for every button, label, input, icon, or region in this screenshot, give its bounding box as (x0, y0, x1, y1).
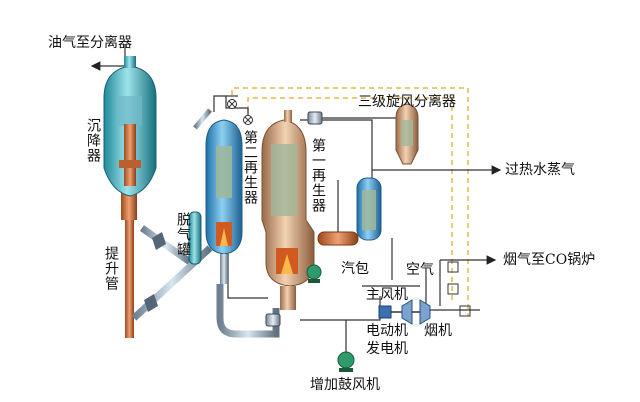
degassing-tank (188, 108, 212, 265)
label-air: 空气 (406, 262, 434, 278)
first-regenerator-vessel (261, 110, 315, 310)
label-riser: 提升管 (103, 246, 119, 291)
second-regenerator-vessel (205, 119, 243, 284)
pump-icon (306, 264, 322, 283)
blower-train (378, 299, 431, 325)
spent-catalyst-line (139, 225, 193, 265)
return-pipe (216, 284, 280, 338)
label-flue-gas-to-co-boiler: 烟气至CO锅炉 (503, 252, 596, 268)
valve-icons (227, 99, 253, 125)
label-booster-blower: 增加鼓风机 (310, 377, 380, 393)
label-settler: 沉降器 (85, 118, 101, 163)
third-stage-cyclone (395, 103, 419, 165)
label-expander: 烟机 (424, 323, 452, 339)
riser-pipe (125, 170, 134, 338)
label-oil-gas-to-separator: 油气至分离器 (48, 35, 132, 51)
label-degassing-tank: 脱气罐 (175, 212, 191, 257)
slide-valve-1 (152, 232, 166, 250)
label-first-regenerator: 第一再生器 (310, 138, 326, 213)
superheater-vessel (356, 177, 382, 241)
booster-blower-icon (337, 320, 355, 372)
label-steam-drum: 汽包 (341, 261, 369, 277)
label-main-blower: 主风机 (366, 287, 408, 303)
butterfly-valve (265, 111, 323, 327)
switch-symbols (447, 261, 471, 317)
label-motor-generator: 电动机 发电机 (366, 323, 408, 358)
label-second-regenerator: 第二再生器 (242, 130, 258, 205)
process-lines (90, 44, 502, 321)
settler-vessel (103, 56, 157, 197)
steam-drum (317, 180, 359, 246)
slide-valve-2 (144, 294, 158, 312)
label-superheated-steam: 过热水蒸气 (505, 162, 575, 178)
label-third-stage-cyclone: 三级旋风分离器 (358, 94, 456, 110)
